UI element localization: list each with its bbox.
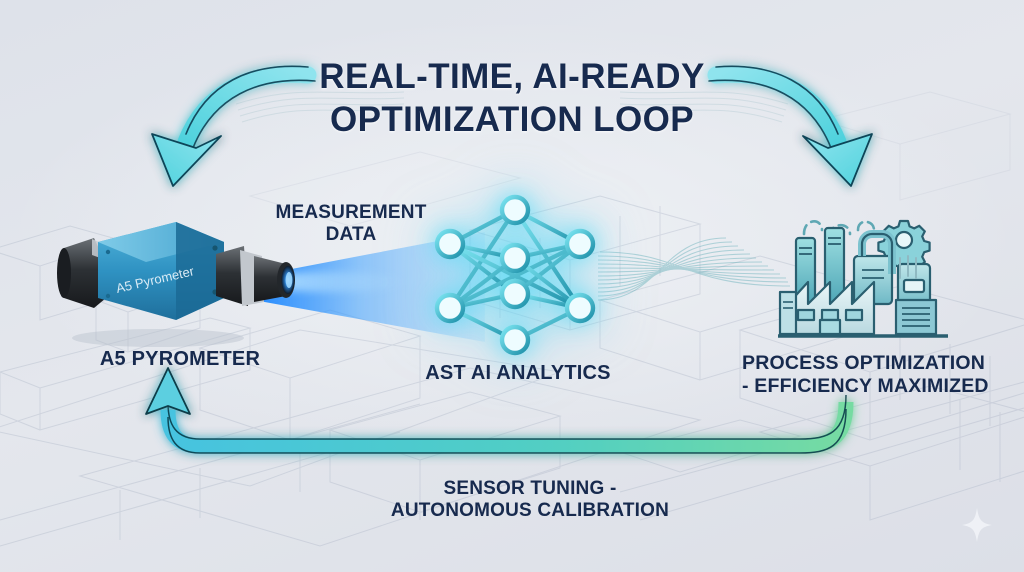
feedback-line-2: AUTONOMOUS CALIBRATION xyxy=(390,500,670,522)
factory-icon xyxy=(778,219,948,338)
process-line-2: - EFFICIENCY MAXIMIZED xyxy=(742,374,989,397)
label-measurement-data: MEASUREMENT DATA xyxy=(258,202,444,246)
measurement-line-1: MEASUREMENT xyxy=(275,202,427,223)
page-title: REAL-TIME, AI-READY OPTIMIZATION LOOP xyxy=(0,56,1024,141)
neural-network-icon xyxy=(434,194,596,356)
camera-pyrometer-icon: A5 Pyrometer xyxy=(57,222,295,347)
feedback-arrow-up-left-icon xyxy=(145,367,854,454)
label-process-optimization: PROCESS OPTIMIZATION - EFFICIENCY MAXIMI… xyxy=(742,352,1022,397)
feedback-line-1: SENSOR TUNING - xyxy=(443,478,617,499)
curved-arrow-down-left-icon xyxy=(151,65,317,187)
title-line-1: REAL-TIME, AI-READY xyxy=(319,57,705,96)
sparkle-icon xyxy=(962,508,992,542)
title-line-2: OPTIMIZATION LOOP xyxy=(330,99,694,139)
measurement-line-2: DATA xyxy=(325,224,377,246)
label-ast-ai-analytics: AST AI ANALYTICS xyxy=(425,362,611,384)
label-a5-pyrometer: A5 PYROMETER xyxy=(99,348,261,370)
process-line-1: PROCESS OPTIMIZATION xyxy=(742,352,986,374)
curved-arrow-down-right-icon xyxy=(707,65,873,187)
label-sensor-tuning: SENSOR TUNING - AUTONOMOUS CALIBRATION xyxy=(330,478,730,522)
